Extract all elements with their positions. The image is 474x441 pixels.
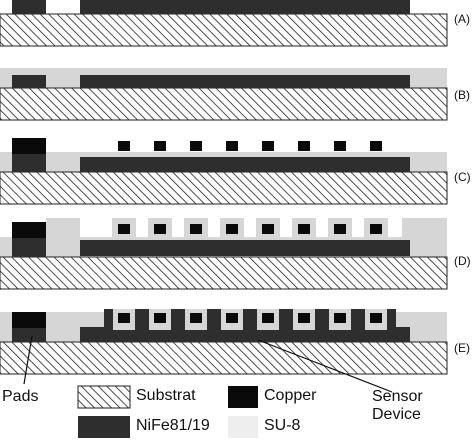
nife-core bbox=[80, 75, 410, 88]
copper-coil-row bbox=[118, 224, 382, 234]
legend-swatch-copper bbox=[228, 386, 258, 408]
legend-label-nife: NiFe81/19 bbox=[136, 417, 210, 434]
step-label-a: (A) bbox=[454, 12, 470, 26]
copper-winding bbox=[262, 141, 274, 151]
copper-winding bbox=[370, 141, 382, 151]
step-label-e: (E) bbox=[454, 341, 470, 355]
copper-winding bbox=[334, 224, 346, 234]
nife-pad bbox=[12, 152, 46, 172]
nife-pad bbox=[12, 0, 46, 14]
su8-coil-insulation-row bbox=[112, 218, 388, 240]
step-c-cross-section bbox=[0, 138, 448, 205]
copper-winding bbox=[118, 141, 130, 151]
legend-swatch-substrat bbox=[77, 385, 131, 409]
copper-winding bbox=[370, 313, 382, 323]
step-b-cross-section bbox=[0, 68, 448, 121]
nife-pad bbox=[12, 237, 46, 257]
nife-top-yoke bbox=[104, 309, 396, 329]
copper-winding bbox=[262, 224, 274, 234]
nife-pad bbox=[12, 327, 46, 342]
copper-pad bbox=[12, 222, 46, 238]
step-label-d: (D) bbox=[454, 254, 471, 268]
copper-winding bbox=[370, 224, 382, 234]
substrate-layer bbox=[0, 341, 448, 375]
sensor-device-label: Sensor Device bbox=[372, 388, 423, 424]
copper-winding bbox=[226, 141, 238, 151]
copper-pad bbox=[12, 138, 46, 154]
step-label-c: (C) bbox=[454, 170, 471, 184]
copper-winding bbox=[226, 313, 238, 323]
copper-winding bbox=[154, 141, 166, 151]
sensor-label-line2: Device bbox=[372, 406, 421, 423]
legend-swatch-su8 bbox=[228, 416, 258, 438]
step-label-b: (B) bbox=[454, 88, 470, 102]
step-a-cross-section bbox=[0, 0, 448, 47]
copper-winding bbox=[154, 224, 166, 234]
copper-coil-row bbox=[118, 141, 382, 151]
nife-core bbox=[80, 0, 410, 14]
copper-winding bbox=[298, 141, 310, 151]
copper-winding bbox=[190, 141, 202, 151]
copper-pad bbox=[12, 312, 46, 328]
copper-winding bbox=[226, 224, 238, 234]
substrate-layer bbox=[0, 13, 448, 47]
step-d-cross-section bbox=[0, 218, 448, 290]
legend-label-copper: Copper bbox=[264, 387, 317, 404]
nife-core bbox=[80, 157, 410, 172]
copper-winding bbox=[118, 224, 130, 234]
nife-core bbox=[80, 327, 410, 342]
sensor-label-line1: Sensor bbox=[372, 388, 423, 405]
pads-leader-line bbox=[23, 335, 33, 385]
nife-pad bbox=[12, 75, 46, 88]
sensor-leader-line bbox=[257, 339, 393, 393]
copper-winding bbox=[298, 313, 310, 323]
copper-winding bbox=[154, 313, 166, 323]
legend-label-substrat: Substrat bbox=[136, 387, 196, 404]
pads-label: Pads bbox=[2, 388, 39, 405]
nife-core bbox=[80, 240, 410, 256]
copper-winding bbox=[190, 224, 202, 234]
substrate-layer bbox=[0, 171, 448, 205]
su8-right-side bbox=[402, 218, 447, 238]
legend bbox=[77, 385, 258, 438]
legend-label-su8: SU-8 bbox=[264, 417, 301, 434]
copper-coil-row bbox=[118, 313, 382, 323]
copper-winding bbox=[334, 141, 346, 151]
substrate-layer bbox=[0, 87, 448, 121]
substrate-layer bbox=[0, 256, 448, 290]
copper-winding bbox=[298, 224, 310, 234]
su8-pad-side bbox=[46, 218, 80, 238]
step-e-cross-section bbox=[0, 309, 448, 375]
copper-winding bbox=[118, 313, 130, 323]
copper-winding bbox=[262, 313, 274, 323]
copper-winding bbox=[190, 313, 202, 323]
copper-winding bbox=[334, 313, 346, 323]
legend-swatch-nife bbox=[78, 416, 130, 438]
